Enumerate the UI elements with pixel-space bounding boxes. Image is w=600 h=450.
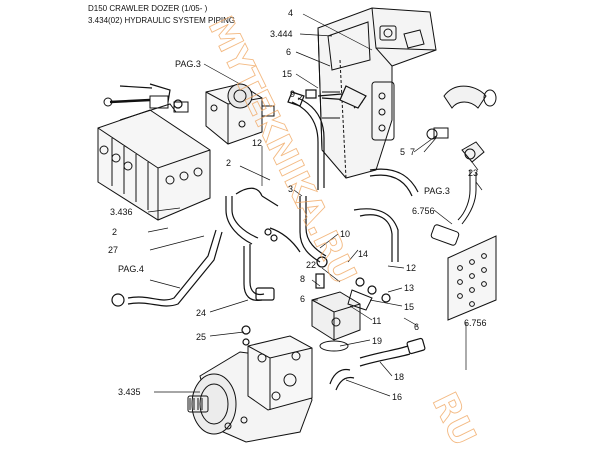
callout-6-center: 6 — [300, 294, 305, 304]
drawing-title: D150 CRAWLER DOZER (1/05- ) — [88, 4, 208, 13]
callout-6-right: 6 — [414, 322, 419, 332]
callout-pag-3-top: PAG.3 — [175, 59, 201, 69]
pilot-valve-drawing — [205, 83, 275, 145]
callout-6-756-bottom: 6.756 — [464, 318, 487, 328]
callout-3-444: 3.444 — [270, 29, 293, 39]
callout-27: 27 — [108, 245, 118, 255]
hydraulic-pipes — [111, 83, 426, 391]
callout-8: 8 — [300, 274, 305, 284]
callout-16: 16 — [392, 392, 402, 402]
callout-5: 5 — [400, 147, 405, 157]
valve-block-center-drawing — [311, 289, 373, 352]
callout-3: 3 — [288, 184, 293, 194]
callout-labels: 4 3.444 6 15 PAG.3 9 12 2 3 3.436 2 27 5… — [108, 8, 487, 402]
leader-lines — [147, 13, 483, 397]
callout-4: 4 — [288, 8, 293, 18]
callout-25: 25 — [196, 332, 206, 342]
callout-12-right: 12 — [406, 263, 416, 273]
callout-11: 11 — [372, 316, 381, 326]
callout-15-top: 15 — [282, 69, 292, 79]
callout-22: 22 — [306, 260, 316, 270]
hydraulic-pump-drawing — [187, 335, 313, 443]
watermark-tail: RU — [424, 386, 484, 450]
callout-3-436: 3.436 — [110, 207, 133, 217]
callout-3-435: 3.435 — [118, 387, 141, 397]
callout-14: 14 — [358, 249, 368, 259]
hydraulic-tank-drawing — [317, 7, 437, 179]
control-valve-drawing — [97, 95, 211, 221]
callout-23: 23 — [468, 168, 478, 178]
callout-pag-4: PAG.4 — [118, 264, 144, 274]
callout-13: 13 — [404, 283, 414, 293]
perforated-plate-drawing — [447, 235, 497, 321]
callout-2-left: 2 — [112, 227, 117, 237]
drawing-subtitle: 3.434(02) HYDRAULIC SYSTEM PIPING — [88, 16, 236, 25]
callout-7: 7 — [410, 147, 415, 157]
callout-6-top: 6 — [286, 47, 291, 57]
callout-9: 9 — [290, 89, 295, 99]
callout-2-top: 2 — [226, 158, 231, 168]
callout-6-756-top: 6.756 — [412, 206, 435, 216]
callout-19: 19 — [372, 336, 382, 346]
callout-24: 24 — [196, 308, 206, 318]
callout-12-left: 12 — [252, 138, 262, 148]
right-fittings-drawing — [426, 85, 497, 246]
callout-10: 10 — [340, 229, 350, 239]
callout-15-right: 15 — [404, 302, 414, 312]
callout-18: 18 — [394, 372, 404, 382]
callout-pag-3-right: PAG.3 — [424, 186, 450, 196]
